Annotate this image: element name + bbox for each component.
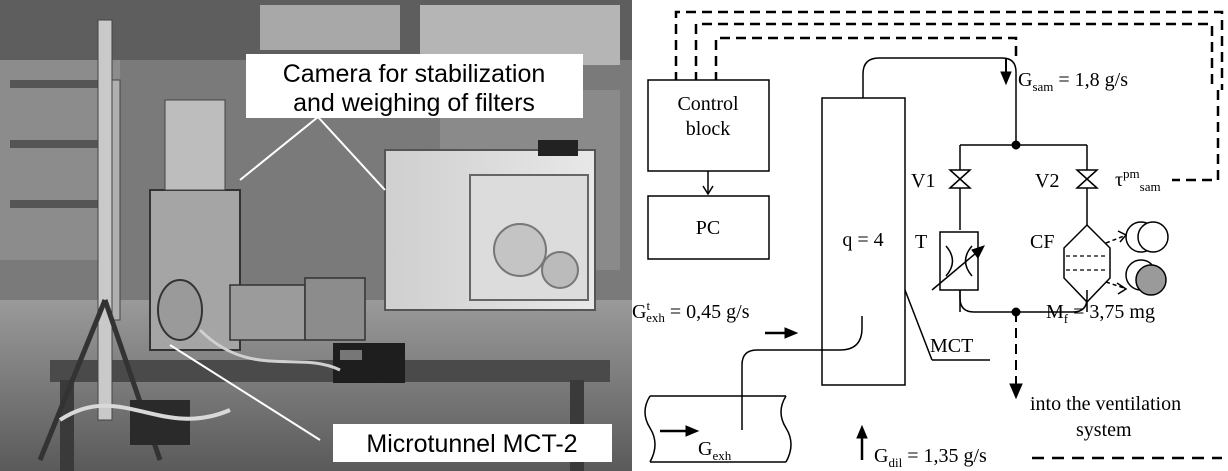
ventilation-label-line2: system	[1076, 419, 1132, 441]
photo-panel	[164, 99, 226, 191]
photo-window	[260, 5, 400, 50]
valve-v2-icon	[1076, 169, 1098, 189]
mct-label: MCT	[930, 335, 973, 357]
control-to-pc-arrowhead	[702, 185, 714, 196]
tau-label: τpmsam	[1115, 166, 1161, 194]
split-node	[1011, 140, 1021, 150]
pc-box	[647, 195, 770, 260]
photo-tripod-leg	[37, 299, 108, 461]
photo-shelf-board	[10, 80, 110, 88]
cf-label: CF	[1030, 231, 1054, 253]
photo-glove-port	[493, 223, 547, 277]
t-element-arrowhead	[971, 245, 985, 259]
exhaust-pipe-end	[644, 395, 656, 463]
photo-controller-display	[340, 350, 362, 360]
tunnel-label: Microtunnel MCT-2	[366, 430, 577, 458]
mct-pointer	[904, 289, 933, 361]
photo-controller	[333, 343, 405, 383]
gdil-label: Gdil = 1,35 g/s	[874, 445, 987, 470]
loaded-filter-arrow	[1105, 281, 1125, 289]
gsam-arrowhead	[1000, 71, 1012, 86]
camera-label-box	[246, 54, 583, 118]
photo-instrument	[229, 284, 306, 341]
pc-label: PC	[696, 217, 720, 239]
gtexh-arrowhead	[784, 327, 799, 339]
photo-shelf-board	[10, 140, 110, 148]
tunnel-callout-line	[169, 344, 321, 441]
control-dashed-line	[694, 22, 1214, 90]
tunnel-label-box	[333, 424, 612, 462]
sample-line	[862, 57, 1017, 145]
gdil-arrowhead	[856, 424, 868, 439]
clean-filter-arrow	[1105, 235, 1125, 244]
photo-tall-pipe	[97, 19, 113, 421]
camera-label-line2: and weighing of filters	[293, 89, 535, 117]
clean-filter-disk-icon	[1137, 221, 1169, 253]
gexh-label: Gexh	[698, 438, 732, 463]
mixing-column	[821, 97, 906, 386]
exhaust-probe	[741, 316, 863, 430]
ventilation-label-line1: into the ventilation	[1030, 393, 1181, 415]
control-block-box	[647, 79, 770, 172]
exhaust-pipe	[650, 395, 786, 463]
photo-shelf-board	[10, 200, 110, 208]
mf-label: Mf = 3,75 mg	[1046, 301, 1155, 326]
lab-photo: Camera for stabilization and weighing of…	[0, 0, 632, 471]
t-element-diagonal	[931, 247, 983, 291]
sample-return-loop	[959, 290, 1088, 313]
v2-label: V2	[1035, 170, 1059, 192]
photo-glove-port	[541, 251, 579, 289]
camera-label-line1: Camera for stabilization	[283, 60, 546, 88]
to-ventilation-arrowhead	[1009, 383, 1023, 400]
control-block-line2: block	[686, 118, 730, 140]
loaded-filter-arrowhead	[1116, 282, 1128, 295]
exhaust-pipe-end	[780, 395, 792, 463]
t-element-box	[939, 231, 979, 291]
v1-label: V1	[911, 170, 935, 192]
control-dashed-line	[674, 10, 1224, 90]
camera-callout-line	[239, 116, 319, 181]
q-label: q = 4	[842, 229, 883, 251]
photo-hose	[198, 328, 341, 372]
loaded-filter-disk-icon	[1135, 264, 1167, 296]
photo-bench-top	[50, 360, 610, 382]
gexh-arrowhead	[685, 425, 700, 437]
control-block-line1: Control	[677, 93, 739, 115]
photo-cylinder	[157, 279, 203, 341]
photo-small-device	[538, 140, 578, 156]
photo-tall-pipe	[111, 79, 121, 321]
t-label: T	[915, 231, 927, 253]
tau-dashed-line	[1172, 90, 1220, 182]
scheme-labels: Control block PC q = 4 V1 V2 T CF MCT Gs…	[632, 69, 1181, 470]
photo-hose	[58, 403, 231, 422]
camera-callout-line	[317, 116, 386, 191]
photo-tunnel-base	[130, 400, 190, 445]
valve-v1-icon	[949, 169, 971, 189]
control-dashed-line	[714, 36, 1018, 82]
photo-instrument	[304, 277, 366, 341]
scheme	[644, 10, 1224, 463]
gsam-label: Gsam = 1,8 g/s	[1018, 69, 1128, 94]
